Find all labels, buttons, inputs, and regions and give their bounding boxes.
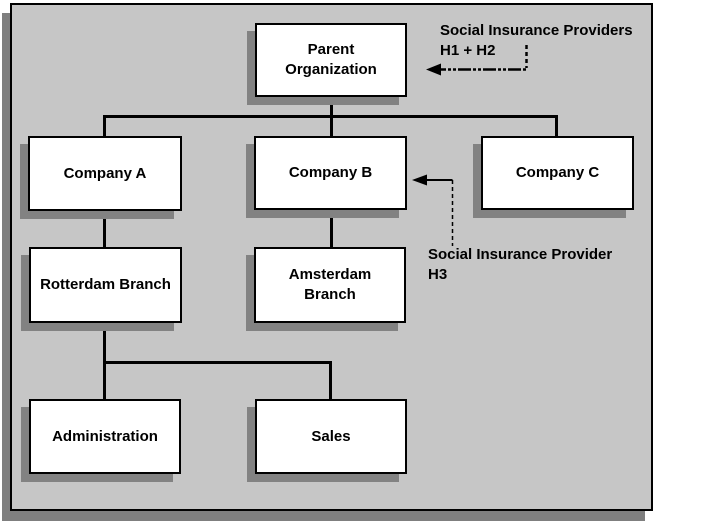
connector-company-b-stub: [330, 115, 333, 137]
org-node-amsterdam-branch: Amsterdam Branch: [254, 247, 406, 323]
org-node-label: Administration: [52, 427, 158, 445]
org-node-label: Amsterdam Branch: [288, 266, 372, 303]
org-node-label: Company A: [63, 164, 147, 182]
org-node-company-a: Company A: [28, 136, 182, 211]
org-node-label: Parent Organization: [285, 41, 377, 78]
connector-company-a-rotterdam: [103, 210, 106, 248]
org-node-administration: Administration: [29, 399, 181, 474]
org-node-rotterdam-branch: Rotterdam Branch: [29, 247, 182, 323]
connector-parent-trunk: [330, 95, 333, 118]
org-node-label: Company C: [515, 164, 600, 181]
connector-company-c-stub: [555, 115, 558, 137]
org-node-company-b: Company B: [254, 136, 407, 210]
org-node-label: Sales: [311, 427, 351, 445]
annotation-label-h3: Social Insurance Provider H3: [428, 246, 613, 283]
org-node-sales: Sales: [255, 399, 407, 474]
org-node-label: Company B: [288, 164, 373, 181]
org-node-label: Rotterdam Branch: [40, 276, 171, 293]
connector-administration-stub: [103, 361, 106, 400]
connector-sales-stub: [329, 361, 332, 399]
connector-level3-rail: [103, 361, 332, 364]
connector-company-b-amsterdam: [330, 209, 333, 248]
org-node-parent-organization: Parent Organization: [255, 23, 407, 97]
connector-company-a-stub: [103, 115, 106, 137]
org-node-company-c: Company C: [481, 136, 634, 210]
connector-rotterdam-trunk: [103, 322, 106, 364]
annotation-label-h1-h2: Social Insurance Providers H1 + H2: [440, 22, 633, 59]
